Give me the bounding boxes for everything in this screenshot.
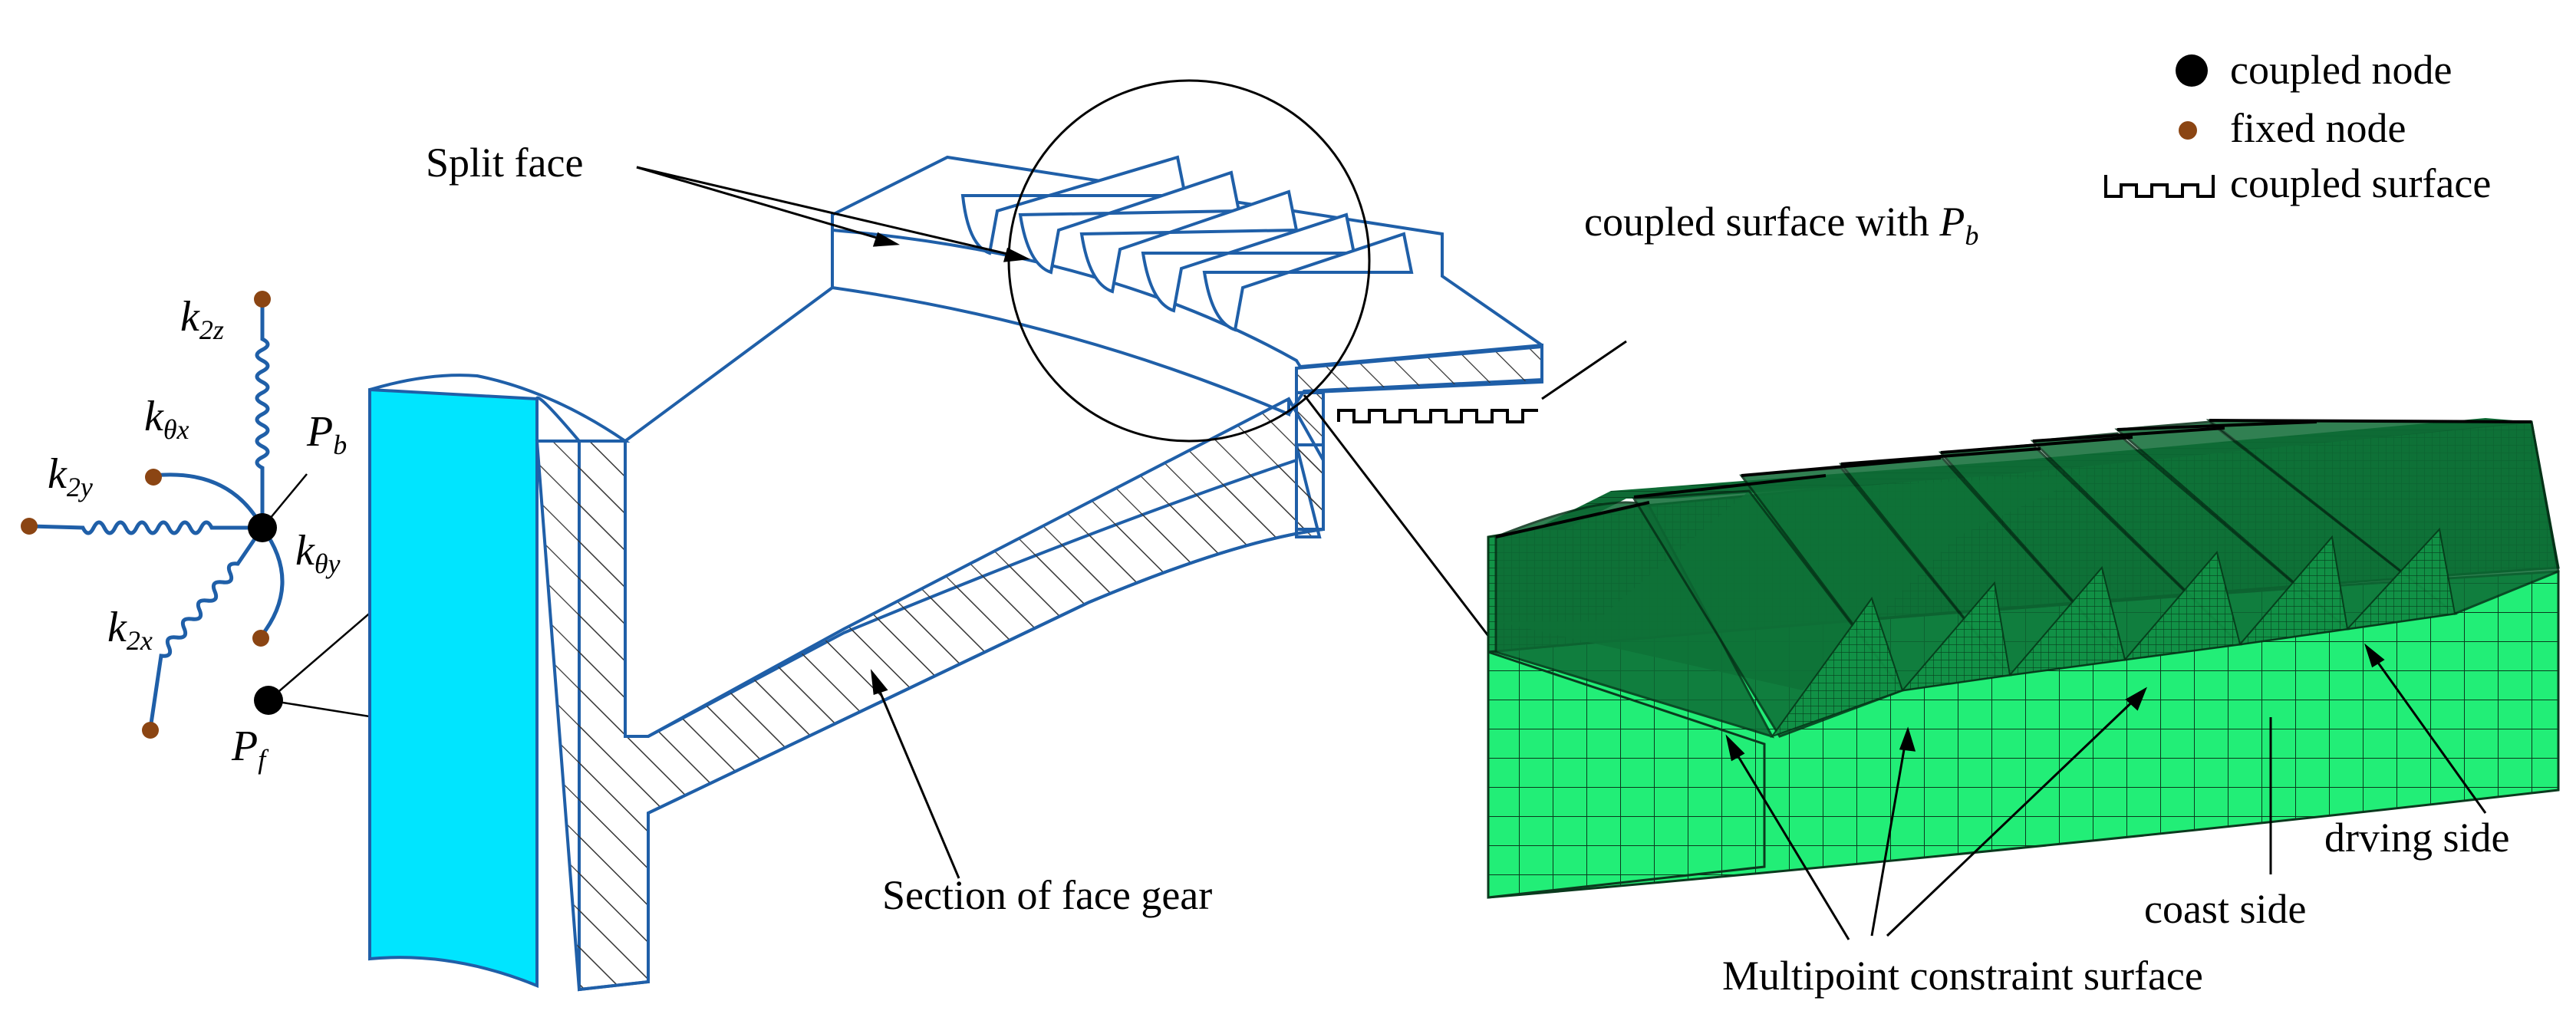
label-k2z: k2z [180,293,224,345]
label-split-face: Split face [426,140,584,186]
legend-fixed-node: fixed node [2230,105,2406,151]
coupled-surface-wave [1337,409,1538,423]
center-annotations [636,166,1627,879]
legend [2104,54,2215,198]
legend-coupled-surface-marker [2104,175,2215,198]
label-pb: Pb [307,408,348,460]
legend-coupled-node: coupled node [2230,47,2452,93]
label-k2x: k2x [107,604,153,656]
fixed-nodes [21,291,271,739]
legend-coupled-node-marker [2176,54,2208,87]
label-coast-side: coast side [2144,886,2307,932]
label-k2y: k2y [48,450,93,502]
label-ktheta-x: kθx [144,393,189,445]
label-ktheta-y: kθy [295,527,341,579]
label-driving-side: drving side [2324,815,2510,861]
legend-fixed-node-marker [2179,121,2197,140]
label-multipoint: Multipoint constraint surface [1722,953,2203,999]
label-coupled-surface-pb: coupled surface with Pb [1584,199,1979,251]
legend-coupled-surface: coupled surface [2230,160,2492,206]
label-pf: Pf [232,723,266,775]
label-section: Section of face gear [882,872,1213,918]
face-gear-section [368,79,1543,992]
coupled-node-pb [248,513,277,542]
fe-mesh [1487,418,2560,940]
